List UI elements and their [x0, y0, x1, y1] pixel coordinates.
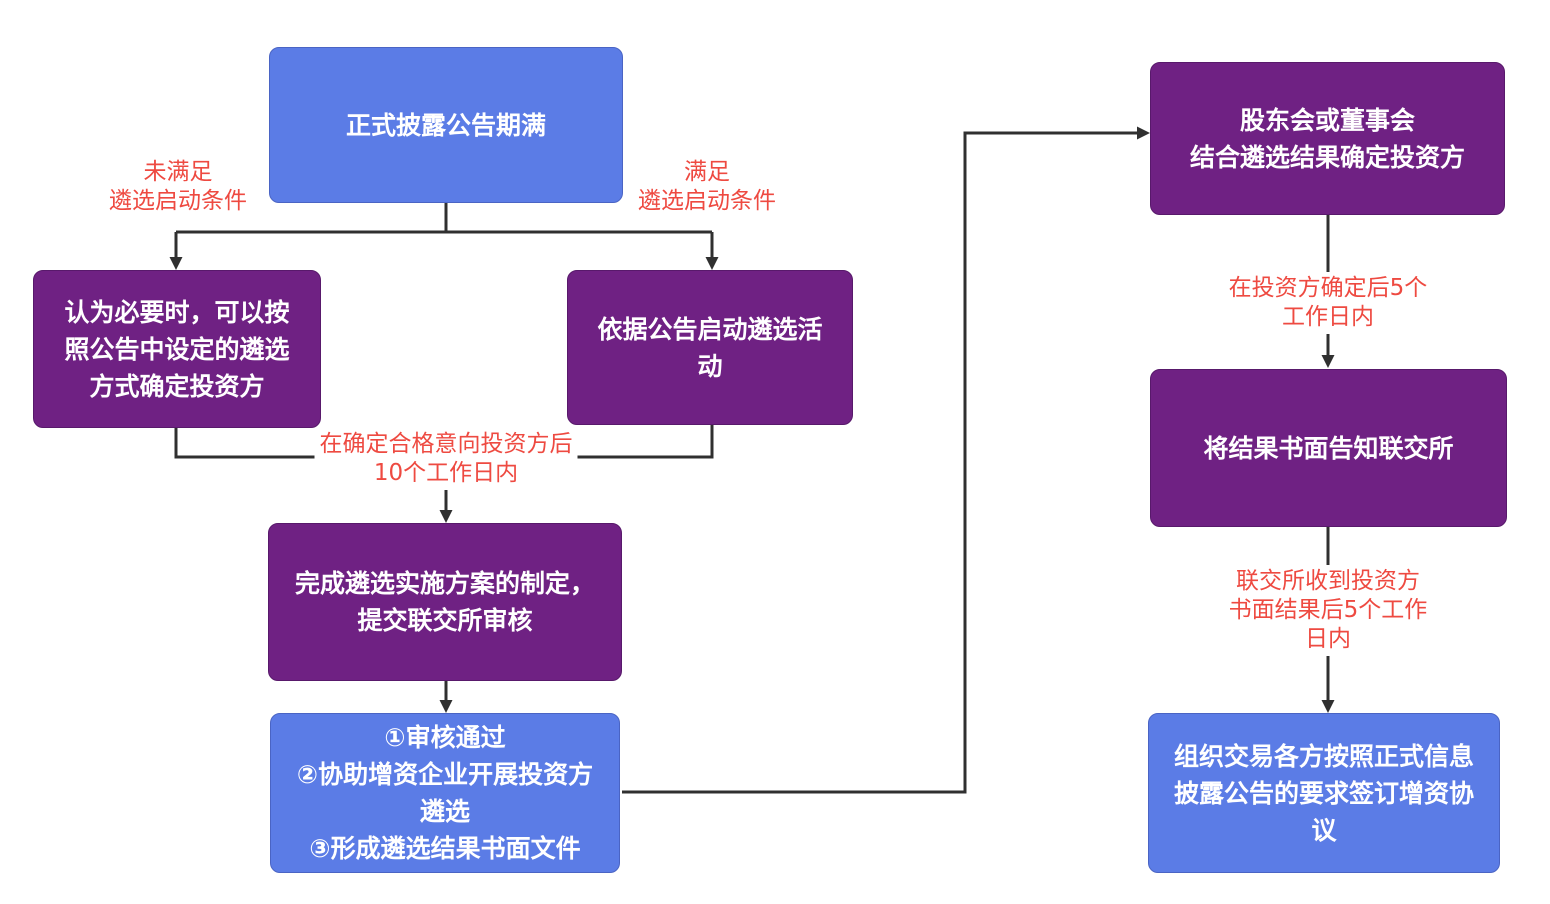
arrowhead-to-submit-plan	[439, 510, 453, 523]
flow-node-board-decision-label: 股东会或董事会 结合遴选结果确定投资方	[1189, 105, 1465, 172]
flow-node-sign-agreement-label: 组织交易各方按照正式信息 披露公告的要求签订增资协 议	[1173, 741, 1474, 845]
edge-start-split	[174, 203, 714, 257]
arrowhead-to-sign-agreement	[1321, 700, 1335, 713]
edge-label-within-5-days-after-confirm: 在投资方确定后5个工作日内	[1217, 272, 1439, 334]
arrowhead-to-board-decision	[1137, 126, 1150, 140]
flow-node-notify-exchange-label: 将结果书面告知联交所	[1203, 433, 1454, 463]
flow-node-optional-selection: 认为必要时，可以按 照公告中设定的遴选 方式确定投资方	[33, 270, 321, 428]
flow-node-start: 正式披露公告期满	[269, 47, 623, 203]
flow-node-submit-plan: 完成遴选实施方案的制定， 提交联交所审核	[268, 523, 622, 681]
flow-node-sign-agreement: 组织交易各方按照正式信息 披露公告的要求签订增资协 议	[1148, 713, 1500, 873]
flow-node-start-label: 正式披露公告期满	[345, 110, 546, 140]
flow-node-launch-selection: 依据公告启动遴选活 动	[567, 270, 853, 425]
arrowhead-to-notify-exchange	[1321, 355, 1335, 368]
edge-steps-to-board-decision	[622, 131, 1137, 794]
flow-node-submit-plan-label: 完成遴选实施方案的制定， 提交联交所审核	[294, 569, 595, 635]
flow-node-optional-selection-label: 认为必要时，可以按 照公告中设定的遴选 方式确定投资方	[64, 297, 290, 401]
edge-label-within-10-days: 在确定合格意向投资方后 10个工作日内	[314, 428, 578, 490]
flow-node-exchange-steps: ①审核通过 ②协助增资企业开展投资方 遴选 ③形成遴选结果书面文件	[270, 713, 620, 873]
flow-node-exchange-steps-label: ①审核通过 ②协助增资企业开展投资方 遴选 ③形成遴选结果书面文件	[296, 723, 594, 863]
flow-node-launch-selection-label: 依据公告启动遴选活 动	[597, 314, 823, 381]
flow-node-board-decision: 股东会或董事会 结合遴选结果确定投资方	[1150, 62, 1505, 215]
edge-label-condition-met: 满足 遴选启动条件	[633, 156, 781, 218]
edge-label-condition-not-met: 未满足 遴选启动条件	[104, 156, 252, 218]
arrowhead-to-launch-selection	[705, 257, 719, 270]
edge-label-within-5-days-after-receipt: 联交所收到投资方 书面结果后5个工作日内	[1217, 565, 1439, 656]
arrowhead-to-optional-selection	[169, 257, 183, 270]
arrowhead-to-exchange-steps	[439, 700, 453, 713]
flow-node-notify-exchange: 将结果书面告知联交所	[1150, 369, 1507, 527]
